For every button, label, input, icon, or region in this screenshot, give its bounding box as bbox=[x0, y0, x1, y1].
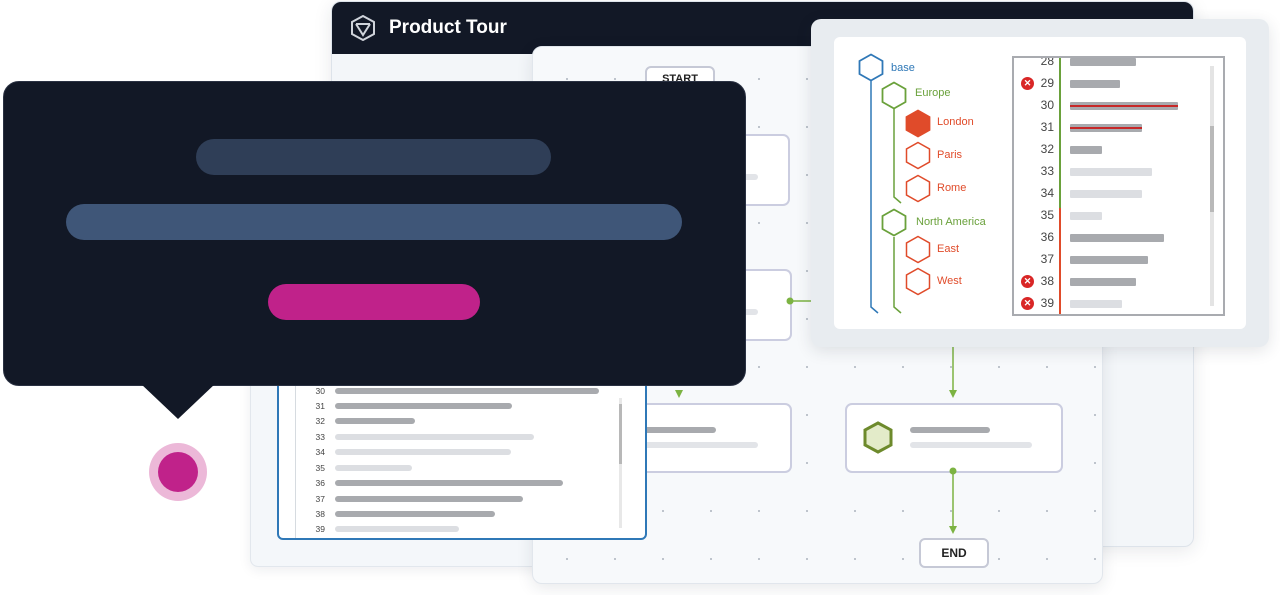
code-line: 37 bbox=[1014, 248, 1214, 270]
tree-node-paris[interactable]: Paris bbox=[937, 149, 963, 161]
list-row: 30 bbox=[279, 384, 619, 399]
line-number: 28 bbox=[1040, 56, 1054, 68]
line-number: 32 bbox=[315, 416, 325, 426]
gutter-divider bbox=[1059, 208, 1061, 314]
line-number: 34 bbox=[1040, 186, 1054, 200]
list-gutter bbox=[295, 358, 296, 538]
list-row: 33 bbox=[279, 430, 619, 445]
line-number: 29 bbox=[1040, 76, 1054, 90]
line-number: 35 bbox=[1040, 208, 1054, 222]
line-number: 31 bbox=[1040, 120, 1054, 134]
code-line: 28 bbox=[1014, 56, 1214, 72]
tooltip-pointer bbox=[140, 383, 216, 419]
line-number: 38 bbox=[315, 509, 325, 519]
list-row: 32 bbox=[279, 414, 619, 429]
error-icon[interactable]: ✕ bbox=[1021, 77, 1034, 90]
line-number: 33 bbox=[1040, 164, 1054, 178]
flow-node[interactable] bbox=[620, 403, 792, 473]
west-hex-icon bbox=[905, 267, 931, 296]
code-line: 35 bbox=[1014, 204, 1214, 226]
tree-node-europe[interactable]: Europe bbox=[915, 87, 951, 99]
paris-hex-icon bbox=[905, 141, 931, 170]
east-hex-icon bbox=[905, 235, 931, 264]
tree-node-rome[interactable]: Rome bbox=[937, 182, 967, 194]
line-number: 31 bbox=[315, 401, 325, 411]
line-number: 36 bbox=[1040, 230, 1054, 244]
line-number: 30 bbox=[1040, 98, 1054, 112]
tree-node-north-america[interactable]: North America bbox=[916, 216, 986, 228]
code-line-error: ✕ 38 bbox=[1014, 270, 1214, 292]
line-number: 39 bbox=[315, 524, 325, 534]
code-line: 34 bbox=[1014, 182, 1214, 204]
list-row: 39 bbox=[279, 522, 619, 537]
list-row: 38 bbox=[279, 507, 619, 522]
base-hex-icon bbox=[858, 53, 884, 82]
london-hex-icon bbox=[905, 109, 931, 138]
code-line-error: ✕ 29 bbox=[1014, 72, 1214, 94]
tour-beacon-dot[interactable] bbox=[158, 452, 198, 492]
flow-node-selected[interactable] bbox=[845, 403, 1063, 473]
tree-node-east[interactable]: East bbox=[937, 243, 960, 255]
scrollbar-thumb[interactable] bbox=[1210, 126, 1214, 212]
list-row: 37 bbox=[279, 492, 619, 507]
tooltip-body-placeholder bbox=[66, 204, 682, 240]
code-line: 33 bbox=[1014, 160, 1214, 182]
tree-lines bbox=[870, 81, 902, 314]
code-line: 36 bbox=[1014, 226, 1214, 248]
flow-connectors bbox=[675, 297, 957, 534]
line-number: 35 bbox=[315, 463, 325, 473]
code-line: 30 bbox=[1014, 94, 1214, 116]
code-list: 30 31 32 33 34 35 36 37 38 39 bbox=[277, 356, 647, 540]
list-row: 35 bbox=[279, 461, 619, 476]
tooltip-title-placeholder bbox=[196, 139, 551, 175]
rome-hex-icon bbox=[905, 174, 931, 203]
error-icon[interactable]: ✕ bbox=[1021, 297, 1034, 310]
line-number: 37 bbox=[315, 494, 325, 504]
line-number: 30 bbox=[315, 386, 325, 396]
line-number: 38 bbox=[1040, 274, 1054, 288]
scrollbar-thumb[interactable] bbox=[619, 404, 622, 464]
line-number: 37 bbox=[1040, 252, 1054, 266]
list-row: 36 bbox=[279, 476, 619, 491]
error-icon[interactable]: ✕ bbox=[1021, 275, 1034, 288]
gutter-divider bbox=[1059, 58, 1061, 208]
line-number: 39 bbox=[1040, 296, 1054, 310]
code-line: 31 bbox=[1014, 116, 1214, 138]
tree-node-west[interactable]: West bbox=[937, 275, 962, 287]
window-title: Product Tour bbox=[389, 17, 507, 38]
tree-node-base[interactable]: base bbox=[891, 62, 915, 74]
europe-hex-icon bbox=[881, 81, 907, 110]
end-node[interactable]: END bbox=[919, 538, 989, 568]
line-number: 34 bbox=[315, 447, 325, 457]
code-line: 32 bbox=[1014, 138, 1214, 160]
line-number: 36 bbox=[315, 478, 325, 488]
tooltip-action-button[interactable] bbox=[268, 284, 480, 320]
hexagon-node-icon bbox=[863, 421, 893, 454]
line-number: 32 bbox=[1040, 142, 1054, 156]
hexagon-logo-icon bbox=[351, 15, 375, 41]
line-number: 33 bbox=[315, 432, 325, 442]
list-row: 34 bbox=[279, 445, 619, 460]
code-editor: 28 ✕ 29 30 31 32 33 34 35 36 37 ✕ bbox=[1012, 56, 1225, 316]
tree-node-london[interactable]: London bbox=[937, 116, 974, 128]
list-row: 31 bbox=[279, 399, 619, 414]
north-america-hex-icon bbox=[881, 208, 907, 237]
code-line-error: ✕ 39 bbox=[1014, 292, 1214, 314]
